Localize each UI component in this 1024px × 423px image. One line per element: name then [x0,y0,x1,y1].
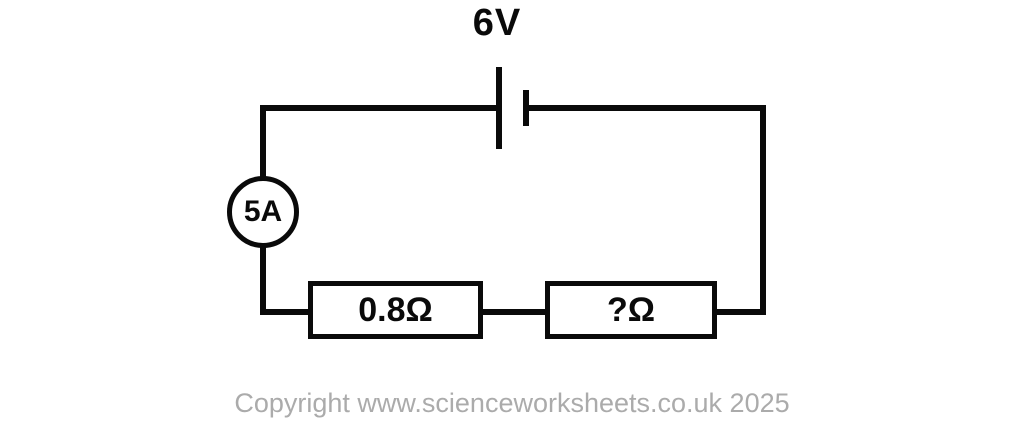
top-wire-left [260,105,497,111]
battery-voltage-label: 6V [472,2,522,44]
right-wire [760,105,766,315]
battery-long-plate-icon [496,67,502,149]
top-wire-right [529,105,766,111]
battery-short-plate-icon [523,90,529,126]
ammeter-circle-icon: 5A [227,176,299,248]
resistor-1-box: 0.8Ω [308,281,483,339]
bottom-wire [260,309,766,315]
ammeter-reading-label: 5A [243,195,283,228]
resistor-2-value-label: ?Ω [606,290,656,329]
resistor-2-box: ?Ω [545,281,717,339]
resistor-1-value-label: 0.8Ω [358,290,433,329]
copyright-text: Copyright www.scienceworksheets.co.uk 20… [234,388,790,418]
